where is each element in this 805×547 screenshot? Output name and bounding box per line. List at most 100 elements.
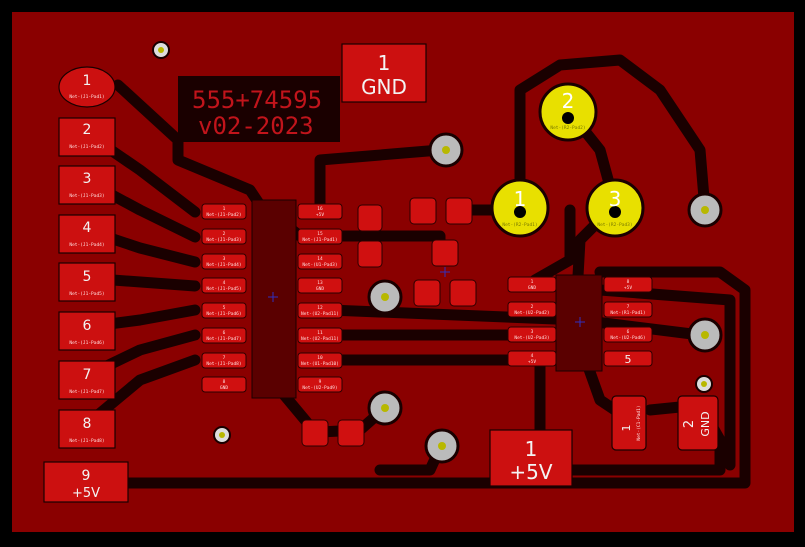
u2-pin-8[interactable]: 8+5V	[603, 276, 653, 293]
pin-net: Net-(J1-Pad5)	[206, 286, 241, 292]
pin-number: 12	[317, 305, 323, 311]
pin-number: 9	[319, 379, 322, 385]
j1-pin-2[interactable]: 2 Net-(J1-Pad2)	[58, 117, 116, 157]
pin-number: 1	[531, 279, 534, 285]
pot-pin-3[interactable]: 3 Net-(R2-Pad3)	[585, 178, 645, 238]
resistor-r3[interactable]	[301, 419, 365, 447]
pin-number: 6	[627, 329, 630, 335]
pin-net: Net-(J1-Pad7)	[69, 389, 104, 395]
pin-net: GND	[528, 285, 536, 291]
pin-number: 10	[317, 355, 323, 361]
pin-number: 1	[83, 73, 92, 89]
via-pad[interactable]	[367, 279, 403, 315]
via-pad[interactable]	[687, 317, 723, 353]
capacitor-c3[interactable]	[413, 239, 477, 307]
pot-pin-1[interactable]: 1 Net-(R2-Pad1)	[490, 178, 550, 238]
pot-pin-2[interactable]: 2 Net-(R2-Pad2)	[538, 82, 598, 142]
pin-label: +5V	[72, 486, 100, 501]
pin-net: Net-(R2-Pad3)	[597, 222, 632, 228]
pin-net: Net-(U1-Pad10)	[301, 361, 339, 367]
j1-pin-6[interactable]: 6 Net-(J1-Pad6)	[58, 311, 116, 351]
pin-number: 5	[223, 305, 226, 311]
j1-pin-9[interactable]: 9 +5V	[43, 461, 129, 503]
capacitor-c2[interactable]	[409, 197, 473, 225]
pin-net: Net-(U2-Pad11)	[301, 336, 339, 342]
vcc-pad-bottom[interactable]: 1 +5V	[489, 429, 573, 487]
pin-net: Net-(R1-Pad1)	[610, 310, 645, 316]
c1-pad-2[interactable]: 2 GND	[677, 395, 719, 451]
u2-pin-5[interactable]: 5	[603, 350, 653, 367]
pad-number: 1	[525, 437, 538, 461]
pin-net: Net-(J1-Pad3)	[206, 237, 241, 243]
resistor-r1[interactable]	[357, 204, 383, 268]
pin-net: Net-(R2-Pad2)	[550, 125, 585, 131]
pin-net: +5V	[624, 285, 632, 291]
pin-net: Net-(J1-Pad8)	[206, 361, 241, 367]
j1-pin-4[interactable]: 4 Net-(J1-Pad4)	[58, 214, 116, 254]
gnd-pad-top[interactable]: 1 GND	[341, 43, 427, 103]
pin-number: 16	[317, 206, 323, 212]
origin-markers	[268, 267, 585, 327]
pin-net: Net-(U2-Pad2)	[514, 310, 549, 316]
j1-pin-1[interactable]: 1 Net-(J1-Pad1)	[58, 66, 116, 108]
potentiometer-r2: 2 Net-(R2-Pad2) 1 Net-(R2-Pad1) 3 Net-(R…	[490, 82, 645, 238]
j1-pin-7[interactable]: 7 Net-(J1-Pad7)	[58, 360, 116, 400]
pin-number: 3	[531, 329, 534, 335]
pin-number: 15	[317, 231, 323, 237]
j1-pin-8[interactable]: 8 Net-(J1-Pad8)	[58, 409, 116, 449]
via-pad[interactable]	[367, 390, 403, 426]
pin-net: Net-(J1-Pad3)	[69, 193, 104, 199]
pin-number: 3	[83, 171, 92, 187]
pin-number: 1	[514, 187, 527, 211]
pin-number: 3	[609, 187, 622, 211]
pin-net: Net-(J1-Pad1)	[69, 94, 104, 100]
c1-pad-1[interactable]: 1 Net-(C1-Pad1)	[611, 395, 647, 451]
via-pad[interactable]	[687, 192, 723, 228]
pad-label: +5V	[509, 460, 552, 484]
pin-number: 6	[223, 330, 226, 336]
pin-net: Net-(J1-Pad5)	[69, 291, 104, 297]
pad-number: 2	[682, 420, 697, 428]
j1-pin-3[interactable]: 3 Net-(J1-Pad3)	[58, 165, 116, 205]
j1-pin-5[interactable]: 5 Net-(J1-Pad5)	[58, 262, 116, 302]
via-pad[interactable]	[428, 132, 464, 168]
pin-number: 13	[317, 280, 323, 286]
pin-net: +5V	[528, 359, 536, 365]
pin-net: Net-(J1-Pad2)	[69, 144, 104, 150]
pin-number: 4	[223, 280, 226, 286]
u2-pin-4[interactable]: 4+5V	[507, 350, 557, 367]
pin-net: GND	[316, 286, 324, 292]
smd-components	[301, 197, 477, 447]
pin-number: 8	[223, 379, 226, 385]
u1-pin-16[interactable]: 16+5V	[297, 203, 343, 220]
via-pad[interactable]	[424, 428, 460, 464]
pin-number: 2	[83, 122, 92, 138]
pin-number: 3	[223, 256, 226, 262]
pin-net: Net-(U1-Pad3)	[302, 262, 337, 268]
pin-net: Net-(U2-Pad3)	[514, 335, 549, 341]
pad-net: Net-(C1-Pad1)	[636, 405, 642, 440]
